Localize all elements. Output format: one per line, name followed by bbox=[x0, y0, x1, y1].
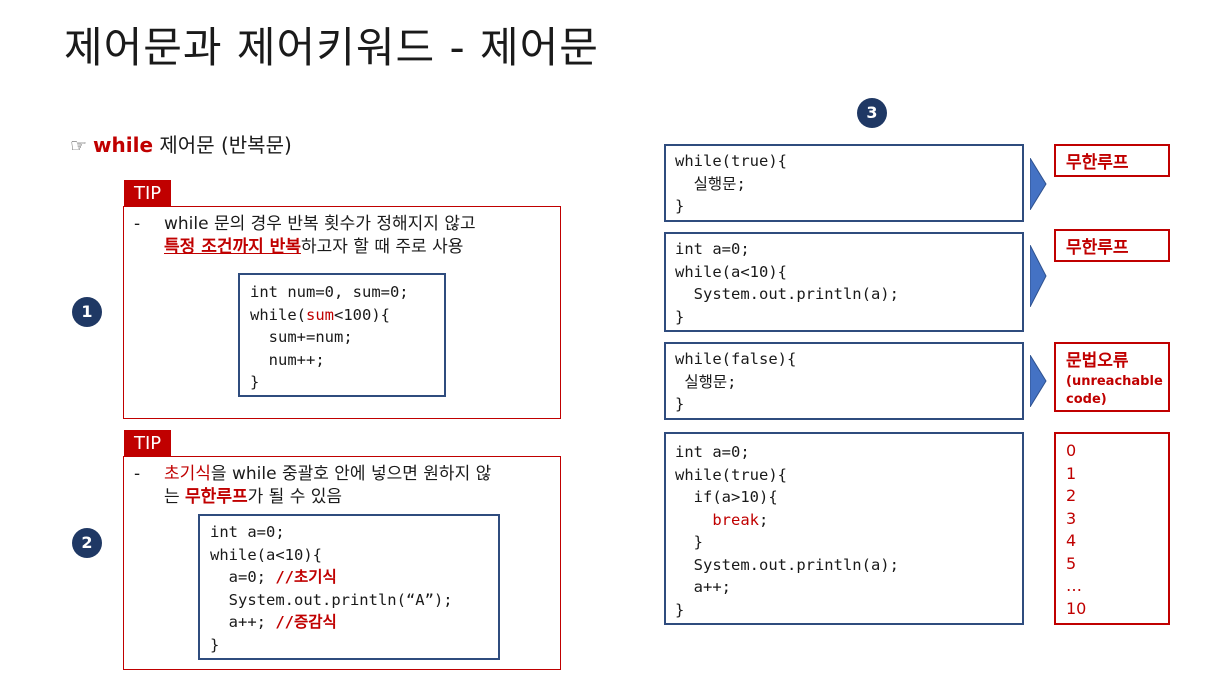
code-line: System.out.println(“A”); bbox=[210, 590, 453, 609]
tip-text-2: - 초기식을 while 중괄호 안에 넣으면 원하지 않 는 무한루프가 될 … bbox=[134, 463, 552, 509]
code-fragment: ; bbox=[759, 510, 769, 529]
code-line: if(a>10){ bbox=[675, 488, 778, 506]
output-value: 1 bbox=[1066, 463, 1077, 483]
code-highlight: sum bbox=[306, 305, 334, 324]
code-block-2: int a=0; while(a<10){ a=0; //초기식 System.o… bbox=[210, 521, 453, 656]
section-heading: ☞while 제어문 (반복문) bbox=[70, 129, 292, 158]
example-code-box-2: int a=0; while(a<10){ System.out.println… bbox=[664, 232, 1024, 332]
example-code-3: while(false){ 실행문; } bbox=[675, 350, 797, 413]
code-block-1: int num=0, sum=0; while(sum<100){ sum+=nu… bbox=[250, 281, 409, 394]
output-value: 2 bbox=[1066, 486, 1077, 505]
output-value: 4 bbox=[1066, 531, 1077, 550]
example-code-box-3: while(false){ 실행문; } bbox=[664, 342, 1024, 420]
code-fragment: a=0; bbox=[210, 568, 276, 586]
tip1-line1: while 문의 경우 반복 횟수가 정해지지 않고 bbox=[164, 214, 476, 234]
tip2-red-word: 초기식 bbox=[164, 464, 211, 484]
code-line: } bbox=[250, 373, 260, 391]
result-box-1: 무한루프 bbox=[1054, 144, 1170, 177]
output-value: 0 bbox=[1066, 441, 1077, 460]
code-line: int a=0; bbox=[675, 443, 750, 461]
right-arrow-icon bbox=[1030, 355, 1048, 407]
code-highlight: break bbox=[712, 510, 759, 529]
code-line: } bbox=[675, 600, 685, 619]
output-list: 0 1 2 3 4 5 … 10 bbox=[1056, 434, 1168, 620]
code-line: int num=0, sum=0; bbox=[250, 283, 409, 301]
result-box-2: 무한루프 bbox=[1054, 229, 1170, 262]
result-label: 무한루프 bbox=[1066, 238, 1129, 258]
example-code-box-1: while(true){ 실행문; } bbox=[664, 144, 1024, 222]
output-value: 3 bbox=[1066, 508, 1077, 528]
code-line: while(a<10){ bbox=[210, 545, 322, 564]
example-code-box-4: int a=0;while(true){ if(a>10){ break; } … bbox=[664, 432, 1024, 625]
example-code-1: while(true){ 실행문; } bbox=[675, 152, 787, 215]
code-fragment bbox=[675, 511, 712, 529]
step-badge-2: 2 bbox=[72, 528, 102, 558]
step-badge-3: 3 bbox=[857, 98, 887, 128]
result-label: 문법오류 bbox=[1066, 351, 1129, 371]
right-arrow-icon bbox=[1030, 158, 1048, 210]
code-line: sum+=num; bbox=[250, 328, 353, 346]
right-arrow-icon bbox=[1030, 245, 1048, 307]
tip1-emphasis: 특정 조건까지 반복 bbox=[164, 237, 301, 257]
tip-tag-1: TIP bbox=[124, 180, 172, 207]
code-box-1: int num=0, sum=0; while(sum<100){ sum+=nu… bbox=[238, 273, 446, 397]
tip2-line1-rest: 을 while 중괄호 안에 넣으면 원하지 않 bbox=[210, 464, 492, 484]
code-line: break; bbox=[675, 509, 899, 532]
heading-rest: 제어문 (반복문) bbox=[159, 133, 292, 157]
bullet-dash: - bbox=[134, 464, 141, 484]
tip2-emphasis: 무한루프 bbox=[185, 487, 248, 507]
tip-box-1: - while 문의 경우 반복 횟수가 정해지지 않고 특정 조건까지 반복하… bbox=[123, 206, 561, 419]
tip2-line1: 초기식을 while 중괄호 안에 넣으면 원하지 않 bbox=[134, 463, 552, 486]
code-fragment: a++; bbox=[210, 613, 276, 631]
pointing-hand-icon: ☞ bbox=[70, 135, 88, 157]
output-value: 10 bbox=[1066, 598, 1087, 618]
code-line: } bbox=[210, 635, 220, 654]
result-note: code) bbox=[1066, 392, 1107, 407]
code-line: a=0; //초기식 bbox=[210, 566, 453, 589]
tip-tag-2: TIP bbox=[124, 430, 172, 457]
output-value: 5 bbox=[1066, 553, 1077, 573]
code-line: a++; //증감식 bbox=[210, 611, 453, 634]
page-title: 제어문과 제어키워드 - 제어문 bbox=[64, 23, 599, 72]
bullet-dash: - bbox=[134, 214, 141, 234]
step-badge-1: 1 bbox=[72, 297, 102, 327]
tip2-line2: 는 무한루프가 될 수 있음 bbox=[134, 486, 552, 509]
tip1-line2: 특정 조건까지 반복하고자 할 때 주로 사용 bbox=[134, 236, 552, 259]
output-value: … bbox=[1066, 576, 1082, 595]
example-code-4: int a=0;while(true){ if(a>10){ break; } … bbox=[675, 441, 899, 621]
code-line: int a=0; bbox=[210, 523, 285, 541]
code-line: } bbox=[675, 533, 703, 551]
code-line: System.out.println(a); bbox=[675, 555, 899, 574]
tip2-line2-start: 는 bbox=[164, 487, 186, 507]
code-comment: //초기식 bbox=[275, 568, 337, 586]
tip-text-1: - while 문의 경우 반복 횟수가 정해지지 않고 특정 조건까지 반복하… bbox=[134, 213, 552, 259]
code-comment: //증감식 bbox=[275, 613, 337, 631]
tip1-line2-rest: 하고자 할 때 주로 사용 bbox=[300, 237, 464, 257]
code-line: while(sum<100){ bbox=[250, 304, 409, 327]
tip-box-2: - 초기식을 while 중괄호 안에 넣으면 원하지 않 는 무한루프가 될 … bbox=[123, 456, 561, 670]
code-fragment: while( bbox=[250, 305, 306, 324]
heading-keyword: while bbox=[93, 133, 154, 157]
result-box-3: 문법오류 (unreachable code) bbox=[1054, 342, 1170, 412]
example-code-2: int a=0; while(a<10){ System.out.println… bbox=[675, 240, 899, 326]
tip2-line2-rest: 가 될 수 있음 bbox=[247, 487, 343, 507]
code-fragment: <100){ bbox=[334, 305, 390, 324]
result-note: (unreachable bbox=[1066, 374, 1163, 389]
result-label: 무한루프 bbox=[1066, 153, 1129, 173]
code-box-2: int a=0; while(a<10){ a=0; //초기식 System.o… bbox=[198, 514, 500, 660]
code-line: while(true){ bbox=[675, 465, 787, 484]
result-box-4: 0 1 2 3 4 5 … 10 bbox=[1054, 432, 1170, 625]
code-line: a++; bbox=[675, 578, 731, 596]
code-line: num++; bbox=[250, 350, 325, 369]
